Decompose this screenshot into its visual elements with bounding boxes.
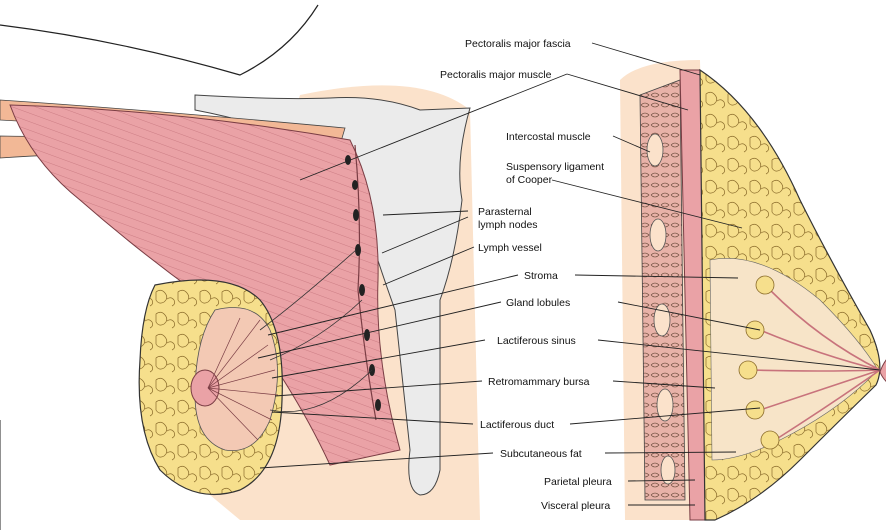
stroma-region (710, 258, 878, 460)
label-stroma: Stroma (524, 270, 558, 282)
label-suspensory-ligament-1: Suspensory ligament (506, 161, 604, 173)
label-parasternal-1: Parasternal (478, 206, 532, 218)
right-sagittal-figure (620, 60, 886, 520)
label-lactiferous-sinus: Lactiferous sinus (497, 335, 576, 347)
label-visceral-pleura: Visceral pleura (541, 500, 610, 512)
label-parietal-pleura: Parietal pleura (544, 476, 612, 488)
nipple-right (880, 350, 886, 388)
label-pectoralis-major-muscle: Pectoralis major muscle (440, 69, 552, 81)
label-suspensory-ligament-2: of Cooper (506, 174, 553, 186)
label-retromammary-bursa: Retromammary bursa (488, 376, 590, 388)
label-gland-lobules: Gland lobules (506, 297, 570, 309)
label-lactiferous-duct: Lactiferous duct (480, 419, 554, 431)
label-lymph-vessel: Lymph vessel (478, 242, 542, 254)
label-intercostal-muscle: Intercostal muscle (506, 131, 591, 143)
label-subcutaneous-fat: Subcutaneous fat (500, 448, 582, 460)
label-pectoralis-major-fascia: Pectoralis major fascia (465, 38, 571, 50)
left-breast-figure (0, 5, 480, 530)
nipple-left (191, 370, 219, 406)
shoulder-outline (0, 5, 318, 75)
label-parasternal-2: lymph nodes (478, 219, 538, 231)
